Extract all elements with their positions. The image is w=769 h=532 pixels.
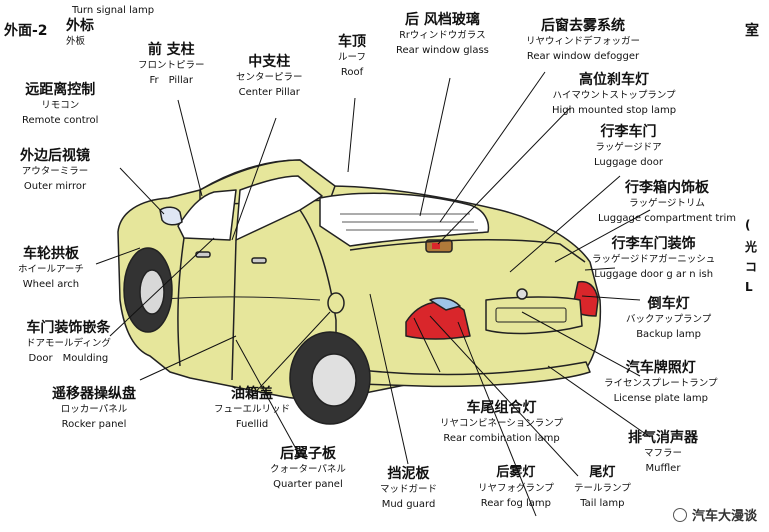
label-center-pillar: 中支柱 センターピラー Center Pillar (236, 54, 303, 99)
label-door-moulding: 车门装饰嵌条 ドアモールディング Door Moulding (26, 320, 111, 365)
label-remote-control: 远距离控制 リモコン Remote control (22, 82, 99, 127)
label-outer-mirror: 外边后视镜 アウターミラー Outer mirror (20, 148, 90, 193)
page-title: 外面-2 (4, 23, 48, 39)
side-char-1: ( (745, 218, 751, 232)
rear-glass (319, 192, 490, 247)
label-front-pillar: 前 支柱 フロントピラー Fr Pillar (138, 42, 205, 87)
wechat-icon (672, 508, 687, 522)
label-high-stop-lamp: 高位刹车灯 ハイマウントストップランプ High mounted stop la… (552, 72, 677, 117)
label-outer-trim: 外标 外板 (66, 18, 94, 48)
front-window (177, 189, 237, 241)
car-illustration (117, 159, 602, 425)
right-edge-char: 室 (745, 23, 759, 39)
label-backup-lamp: 倒车灯 バックアップランプ Backup lamp (626, 296, 712, 341)
label-luggage-trim: 行李箱内饰板 ラッゲージトリム Luggage compartment trim (598, 180, 736, 225)
label-license-lamp: 汽车牌照灯 ライセンスプレートランプ License plate lamp (604, 360, 718, 405)
side-char-4: L (745, 280, 753, 294)
label-muffler: 排气消声器 マフラー Muffler (628, 430, 698, 475)
label-luggage-garnish: 行李车门装饰 ラッゲージドアガーニッシュ Luggage door g ar n… (592, 236, 716, 281)
label-mud-guard: 挡泥板 マッドガード Mud guard (380, 466, 438, 511)
label-rocker-panel: 遥移器操纵盘 ロッカーパネル Rocker panel (52, 386, 136, 431)
outer-mirror-shape (159, 206, 183, 226)
fuel-lid (327, 292, 345, 314)
side-char-3: コ (745, 260, 758, 274)
watermark: 汽车大漫谈 (672, 505, 757, 524)
label-wheel-arch: 车轮拱板 ホイールアーチ Wheel arch (18, 246, 84, 291)
label-quarter-panel: 后翼子板 クォーターパネル Quarter panel (270, 446, 346, 491)
side-char-2: 光 (745, 240, 758, 254)
label-rear-window-glass: 后 风档玻璃 Rrウィンドウガラス Rear window glass (396, 12, 489, 57)
label-rear-fog-lamp: 后雾灯 リヤフォグランプ Rear fog lamp (478, 465, 554, 509)
label-rear-defogger: 后窗去雾系统 リヤウィンドデフォッガー Rear window defogger (526, 18, 641, 63)
label-turn-signal: Turn signal lamp (72, 5, 155, 16)
rear-side-window (235, 175, 323, 241)
leader-lines (95, 71, 651, 517)
label-roof: 车顶 ルーフ Roof (338, 34, 366, 79)
label-luggage-door: 行李车门 ラッゲージドア Luggage door (594, 124, 663, 169)
label-rear-combination-lamp: 车尾组合灯 リヤコンビネーションランプ Rear combination lam… (440, 400, 564, 445)
tail-lamp-left (405, 301, 471, 340)
label-tail-lamp: 尾灯 テールランプ Tail lamp (574, 465, 631, 509)
label-fuel-lid: 油箱盖 フューエルリッド Fuellid (214, 386, 291, 431)
